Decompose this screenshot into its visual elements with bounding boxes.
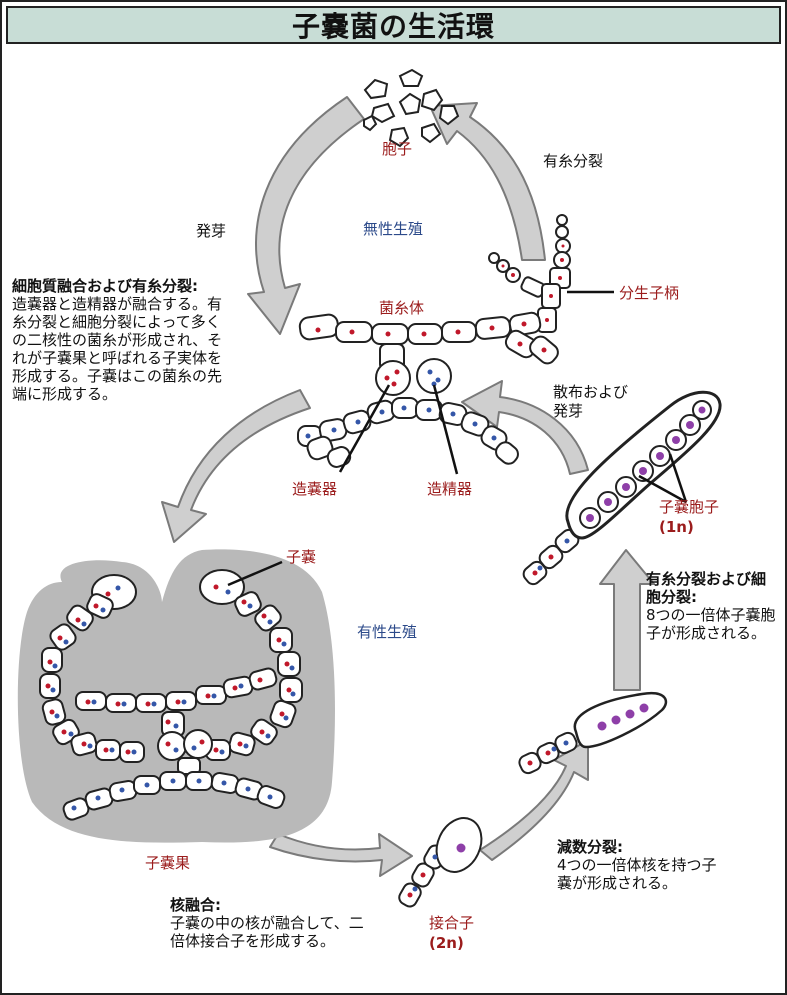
label-germination: 発芽 xyxy=(196,222,227,240)
arrow-mitosis-ascus xyxy=(599,549,655,691)
label-ascus: 子嚢 xyxy=(286,548,317,566)
conidiophore xyxy=(488,214,571,333)
note-mitosis-cell-division-heading: 有糸分裂および細胞分裂: xyxy=(646,570,767,606)
note-meiosis-heading: 減数分裂: xyxy=(557,838,623,856)
label-spore: 胞子 xyxy=(382,140,413,158)
label-zygote: 接合子 xyxy=(429,914,475,932)
note-plasmogamy-heading: 細胞質融合および有糸分裂: xyxy=(12,277,198,295)
note-plasmogamy-body: 造嚢器と造精器が融合する。有糸分裂と細胞分裂によって多くの二核性の菌糸が形成され… xyxy=(12,295,223,403)
label-mycelium: 菌糸体 xyxy=(379,299,425,317)
mycelium xyxy=(297,311,559,468)
zygote-nuclei xyxy=(407,843,466,898)
label-ascospore-ploidy: (1n) xyxy=(659,518,694,536)
ascus-four-nuclei-dots xyxy=(527,703,649,766)
note-karyogamy-body: 子嚢の中の核が融合して、二倍体接合子を形成する。 xyxy=(170,914,364,950)
conidiophore-nuclei xyxy=(501,244,565,322)
ascus-stalk-nuclei xyxy=(532,538,570,576)
arrow-mitosis-conidia xyxy=(429,102,546,261)
ascocarp xyxy=(17,549,335,843)
note-meiosis-body: 4つの一倍体核を持つ子嚢が形成される。 xyxy=(557,856,717,892)
title-bar: 子嚢菌の生活環 xyxy=(6,6,781,44)
pointer-lines-ascospore xyxy=(638,453,688,504)
note-mitosis-cell-division: 有糸分裂および細胞分裂: 8つの一倍体子嚢胞子が形成される。 xyxy=(646,570,780,642)
label-ascocarp: 子嚢果 xyxy=(145,854,191,872)
ascocarp-nuclei xyxy=(45,584,296,811)
label-antheridium: 造精器 xyxy=(427,480,473,498)
label-sexual: 有性生殖 xyxy=(357,623,418,641)
note-karyogamy: 核融合: 子嚢の中の核が融合して、二倍体接合子を形成する。 xyxy=(170,896,366,950)
label-conidiophore: 分生子柄 xyxy=(619,284,680,302)
pointer-line-ascus xyxy=(227,560,283,587)
label-dispersal-1: 散布および xyxy=(553,383,629,401)
label-ascospore: 子嚢胞子 xyxy=(659,498,720,516)
note-plasmogamy: 細胞質融合および有糸分裂: 造嚢器と造精器が融合する。有糸分裂と細胞分裂によって… xyxy=(12,277,224,403)
ascospore-nuclei xyxy=(586,406,706,522)
spores xyxy=(363,68,460,148)
label-zygote-ploidy: (2n) xyxy=(429,934,464,952)
label-dispersal-2: 発芽 xyxy=(553,402,584,420)
note-meiosis: 減数分裂: 4つの一倍体核を持つ子嚢が形成される。 xyxy=(557,838,727,892)
arrow-plasmogamy xyxy=(161,389,311,543)
pointer-lines-mycelium xyxy=(338,290,614,475)
label-mitosis: 有糸分裂 xyxy=(543,152,604,170)
arrow-dispersal xyxy=(461,380,589,475)
label-ascogonium: 造嚢器 xyxy=(292,480,338,498)
arrow-karyogamy xyxy=(269,833,413,877)
cycle-arrows xyxy=(161,96,655,877)
label-asexual: 無性生殖 xyxy=(363,220,424,238)
page-title: 子嚢菌の生活環 xyxy=(291,10,495,43)
note-mitosis-cell-division-body: 8つの一倍体子嚢胞子が形成される。 xyxy=(646,606,776,642)
arrow-germination xyxy=(247,96,365,335)
mycelium-nuclei xyxy=(305,321,547,441)
note-karyogamy-heading: 核融合: xyxy=(170,896,221,914)
